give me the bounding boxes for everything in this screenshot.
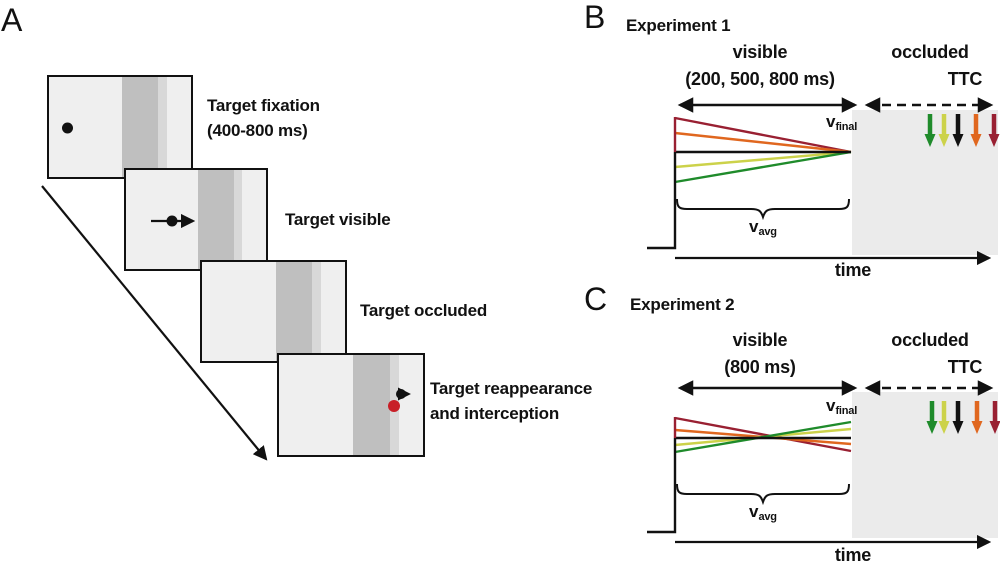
- occluder-band: [122, 77, 159, 177]
- exp2-occluded-label: occluded: [891, 330, 969, 350]
- occluder-band: [275, 262, 313, 361]
- exp1-ttc-arrowhead-yellow: [938, 134, 950, 147]
- fixation-step-label-line1: Target fixation: [207, 96, 320, 115]
- exp1-occluded-label: occluded: [891, 42, 969, 62]
- screen-occluded: [200, 260, 347, 363]
- exp1-ttc-arrowhead-green: [924, 134, 936, 147]
- exp1-occluded-region: [852, 110, 998, 255]
- exp1-ttc-markers: [924, 114, 1000, 147]
- exp1-ttc-arrowhead-orange: [970, 134, 982, 147]
- exp1-time-label: time: [834, 260, 872, 280]
- exp1-visible-label: visible: [732, 42, 788, 62]
- exp2-line-orange: [674, 428, 852, 446]
- exp1-ttc-label: TTC: [947, 69, 983, 89]
- exp1-vfinal-label: vfinal: [826, 112, 857, 133]
- exp2-visible-durations: (800 ms): [724, 357, 796, 377]
- exp1-line-yellow: [674, 150, 852, 169]
- exp2-line-green: [674, 420, 852, 454]
- reappearance-step-label-line1: Target reappearance: [430, 379, 593, 398]
- exp2-velocity-axis-step: [647, 438, 677, 534]
- exp2-ttc-arrowhead-yellow: [938, 421, 950, 434]
- reappearance-step-label: Target reappearance and interception: [430, 376, 592, 426]
- exp1-vavg-sub: avg: [758, 226, 777, 238]
- panel-c-letter: C: [584, 281, 608, 317]
- fixation-step-label: Target fixation (400-800 ms): [207, 93, 320, 143]
- exp2-ttc-arrowhead-black: [952, 421, 964, 434]
- exp1-velocity-axis-step: [647, 152, 677, 250]
- exp1-ttc-arrowhead-black: [952, 134, 964, 147]
- exp1-title: Experiment 1: [626, 16, 731, 35]
- exp2-occluded-region: [852, 392, 998, 538]
- exp2-ttc-label: TTC: [947, 357, 983, 377]
- panel-b-letter: B: [584, 0, 606, 35]
- screen-visible: [124, 168, 268, 271]
- exp1-vavg-label: vavg: [749, 217, 777, 238]
- exp1-ttc-arrowhead-darkred: [988, 134, 1000, 147]
- screen-reappearance: [277, 353, 425, 457]
- exp2-title: Experiment 2: [630, 295, 735, 314]
- exp1-line-orange: [674, 131, 852, 154]
- exp1-line-green: [674, 150, 852, 184]
- exp2-visible-label: visible: [732, 330, 788, 350]
- exp1-line-darkred: [674, 116, 852, 154]
- exp2-ttc-arrowhead-darkred: [989, 421, 1000, 434]
- occluder-edge-strip: [233, 170, 243, 269]
- occluder-band: [353, 355, 390, 455]
- exp2-ttc-arrowhead-green: [926, 421, 938, 434]
- exp2-vavg-label: vavg: [749, 502, 777, 523]
- fixation-step-label-line2: (400-800 ms): [207, 121, 308, 140]
- occluder-edge-strip: [389, 355, 399, 455]
- exp2-ttc-arrowhead-orange: [971, 421, 983, 434]
- exp2-ttc-markers: [926, 401, 1000, 434]
- occluder-band: [198, 170, 234, 269]
- exp2-line-darkred: [674, 416, 852, 453]
- panel-a-letter: A: [1, 2, 23, 38]
- exp2-vavg-brace: [676, 483, 850, 506]
- exp1-visible-durations: (200, 500, 800 ms): [685, 69, 835, 89]
- reappearance-step-label-line2: and interception: [430, 404, 560, 423]
- exp2-vfinal-label: vfinal: [826, 396, 857, 417]
- occluder-edge-strip: [158, 77, 167, 177]
- exp2-vavg-base: v: [749, 502, 759, 521]
- exp2-vfinal-sub: final: [835, 405, 858, 417]
- exp2-time-label: time: [834, 545, 872, 564]
- exp2-line-yellow: [674, 427, 852, 447]
- exp1-vavg-brace: [676, 198, 850, 221]
- exp2-vavg-sub: avg: [758, 511, 777, 523]
- exp1-vavg-base: v: [749, 217, 759, 236]
- occluder-edge-strip: [312, 262, 321, 361]
- exp1-vfinal-sub: final: [835, 121, 858, 133]
- screen-fixation: [47, 75, 193, 179]
- visible-step-label: Target visible: [285, 210, 391, 229]
- occluded-step-label: Target occluded: [360, 301, 488, 320]
- exp2-vfinal-base: v: [826, 396, 836, 415]
- exp1-vfinal-base: v: [826, 112, 836, 131]
